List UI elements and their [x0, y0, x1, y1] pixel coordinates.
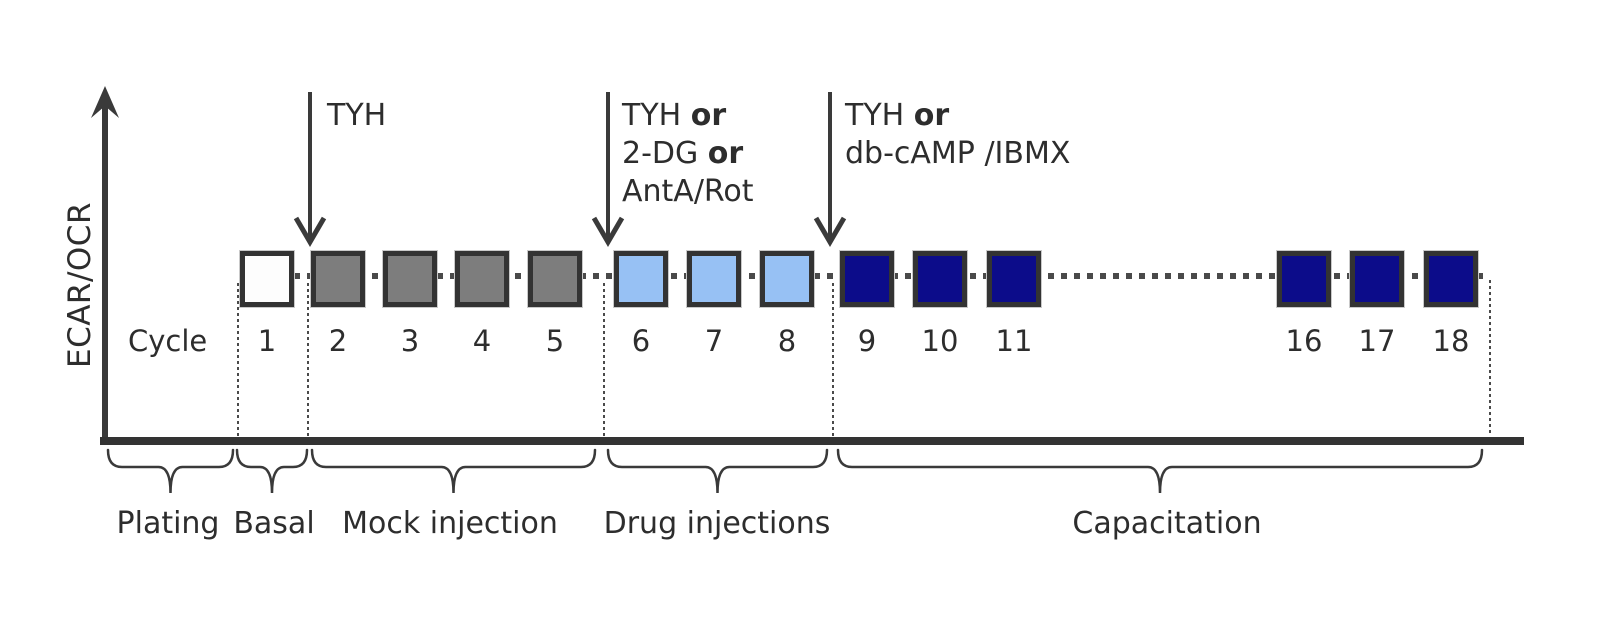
drug-injection-arrow [591, 92, 625, 247]
cycle-number-1: 1 [257, 324, 277, 358]
cycle-number-10: 10 [921, 324, 959, 358]
phase-brace-basal [235, 448, 309, 494]
phase-brace-plating [106, 448, 235, 494]
phase-label-basal: Basal [233, 506, 315, 541]
cycle-square-10 [913, 251, 967, 307]
y-axis-arrowhead-icon [91, 86, 119, 118]
cycle-number-7: 7 [704, 324, 724, 358]
injection-label-1: TYH [327, 98, 387, 133]
cycle-square-16 [1277, 251, 1331, 307]
down-arrowhead-icon [591, 216, 625, 247]
cycle-number-2: 2 [328, 324, 348, 358]
cycle-square-5 [528, 251, 582, 307]
cycle-number-3: 3 [400, 324, 420, 358]
phase-label-mock-injection: Mock injection [342, 506, 558, 541]
cycle-number-9: 9 [857, 324, 877, 358]
down-arrowhead-icon [813, 216, 847, 247]
cycle-square-7 [687, 251, 741, 307]
cycle-square-18 [1424, 251, 1478, 307]
cycle-square-1 [240, 251, 294, 307]
phase-boundary-dotted-line [832, 283, 834, 436]
cycle-square-6 [614, 251, 668, 307]
cycle-number-18: 18 [1432, 324, 1470, 358]
phase-boundary-dotted-line [307, 283, 309, 436]
cycle-square-11 [987, 251, 1041, 307]
phase-brace-capacitation [836, 448, 1484, 494]
cycle-number-11: 11 [995, 324, 1033, 358]
cycle-number-16: 16 [1285, 324, 1323, 358]
cycle-square-9 [840, 251, 894, 307]
cycle-square-3 [383, 251, 437, 307]
phase-label-plating: Plating [116, 506, 220, 541]
phase-boundary-dotted-line [1489, 280, 1491, 436]
phase-boundary-dotted-line [237, 283, 239, 436]
cycle-row-label: Cycle [128, 324, 208, 358]
cycle-square-4 [455, 251, 509, 307]
mock-injection-arrow [293, 92, 327, 247]
phase-brace-mock-injection [310, 448, 597, 494]
cycle-square-17 [1350, 251, 1404, 307]
phase-brace-drug-injections [606, 448, 829, 494]
cycle-square-2 [311, 251, 365, 307]
cycle-number-5: 5 [545, 324, 565, 358]
down-arrowhead-icon [293, 216, 327, 247]
y-axis-label: ECAR/OCR [62, 202, 98, 369]
cycle-number-17: 17 [1358, 324, 1396, 358]
cycle-square-8 [760, 251, 814, 307]
phase-label-drug-injections: Drug injections [603, 506, 831, 541]
cycle-number-4: 4 [472, 324, 492, 358]
capacitation-injection-arrow [813, 92, 847, 247]
phase-boundary-dotted-line [603, 283, 605, 436]
phase-label-capacitation: Capacitation [1072, 506, 1262, 541]
cycle-number-6: 6 [631, 324, 651, 358]
cycle-number-8: 8 [777, 324, 797, 358]
x-axis-line [100, 437, 1524, 445]
